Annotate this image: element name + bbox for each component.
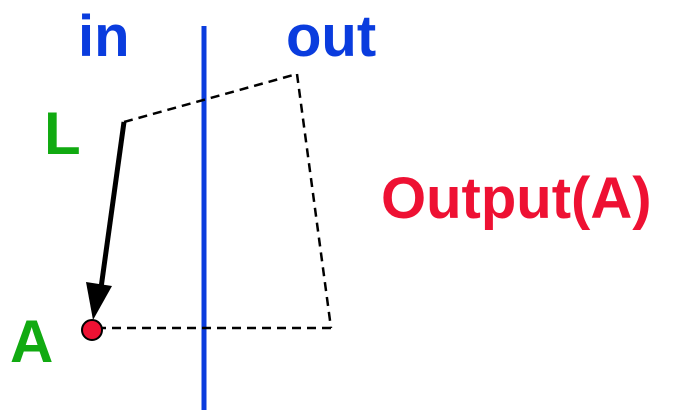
dashed-segment-right — [295, 73, 333, 329]
point-L-label: L — [44, 100, 81, 167]
dashed-segment-top — [123, 72, 298, 124]
outside-region-label: out — [286, 4, 377, 69]
output-label: Output(A) — [381, 166, 652, 231]
inside-region-label: in — [78, 4, 130, 69]
arrow-head — [86, 282, 112, 320]
point-A-label: A — [10, 308, 54, 375]
arrow-shaft — [98, 121, 127, 289]
point-A — [81, 319, 103, 341]
